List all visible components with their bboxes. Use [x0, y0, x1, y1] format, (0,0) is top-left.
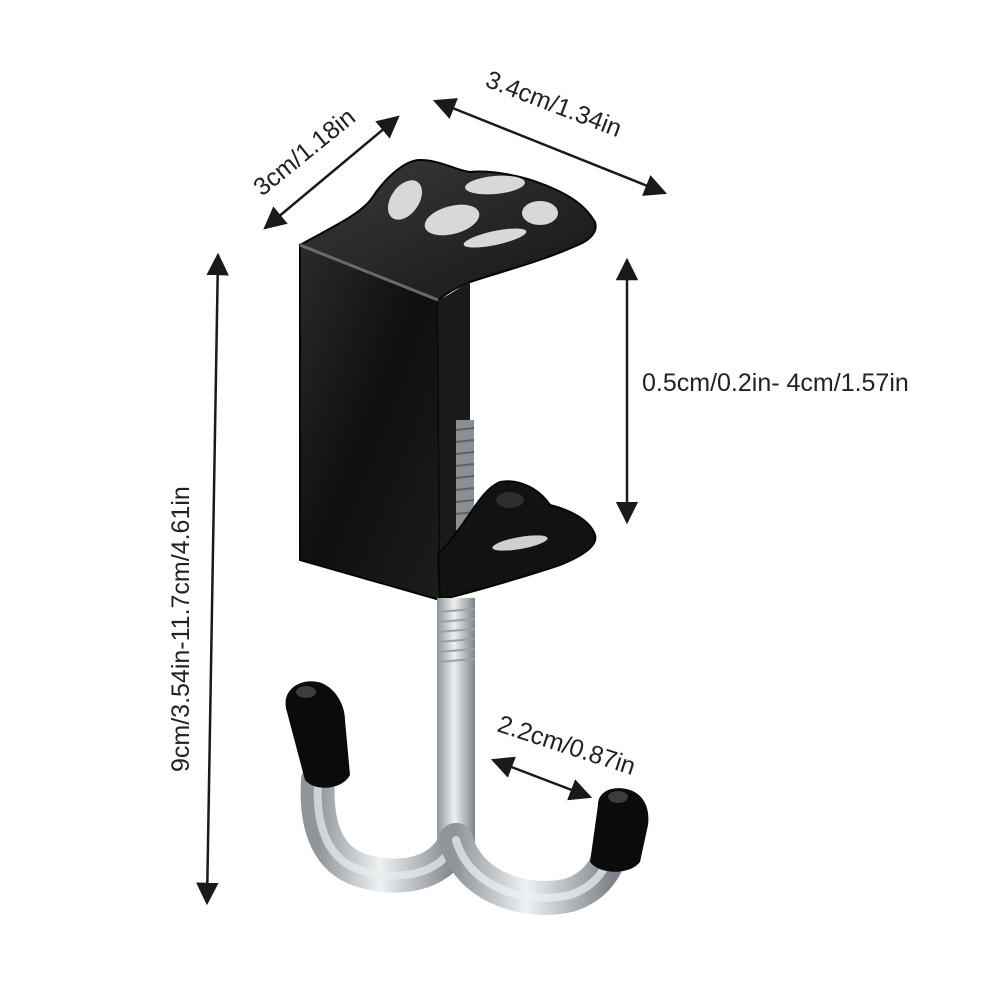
clamp-side-face: [299, 243, 442, 602]
total-height-arrow: [196, 252, 229, 906]
width-label: 3.4cm/1.34in: [482, 65, 626, 142]
depth-arrow: [263, 115, 400, 230]
hook-left-cap: [285, 681, 350, 788]
hook-spacing-label: 2.2cm/0.87in: [494, 710, 639, 781]
total-height-label: 9cm/3.54in-11.7cm/4.61in: [167, 486, 195, 772]
hook-right-cap: [590, 788, 649, 872]
width-arrow: [432, 98, 668, 196]
hook-spacing-arrow: [490, 756, 593, 801]
dimension-arrows: [196, 98, 668, 906]
depth-label: 3cm/1.18in: [248, 103, 361, 202]
desk-hook-product: [285, 158, 649, 915]
hook-shaft: [437, 598, 475, 848]
clamp-opening-label: 0.5cm/0.2in- 4cm/1.57in: [642, 369, 909, 397]
